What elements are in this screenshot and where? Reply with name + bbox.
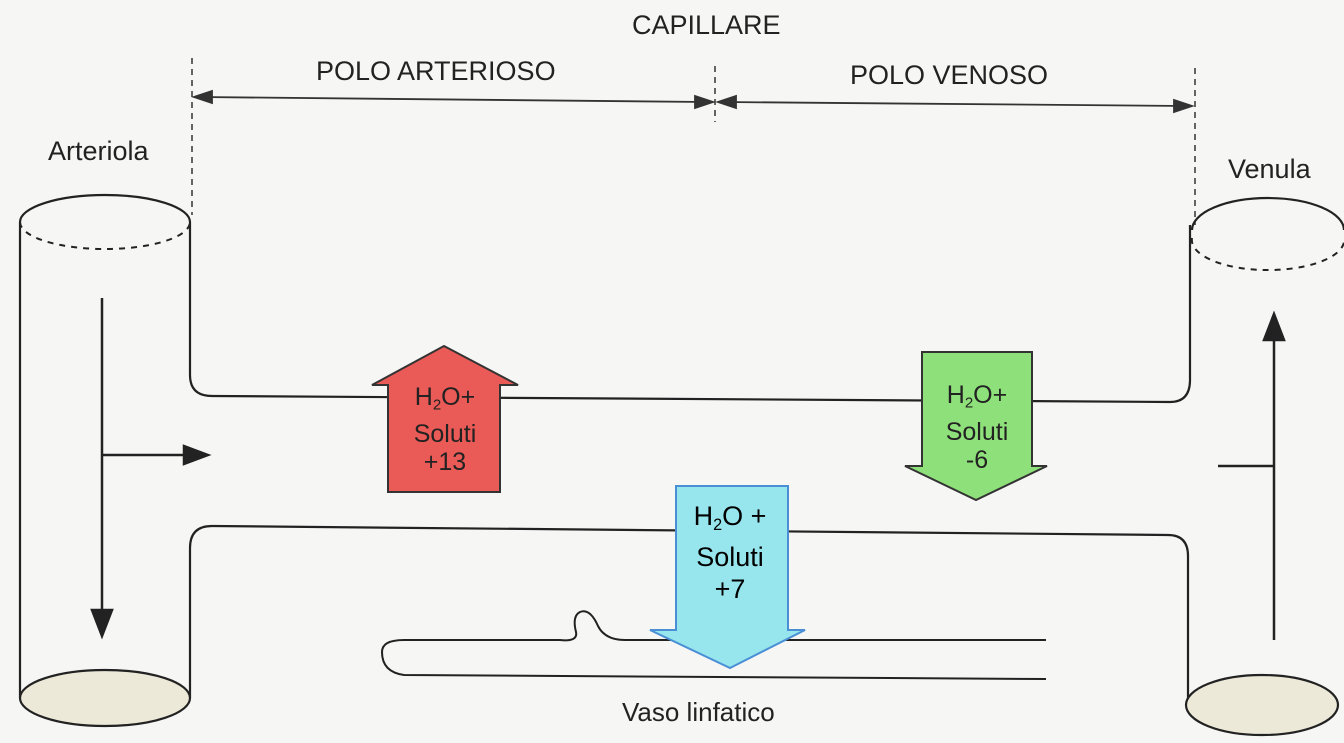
venule-flow-arrow bbox=[1218, 310, 1286, 640]
arterial-pole-span-arrow bbox=[191, 89, 716, 110]
arteriole-label: Arteriola bbox=[48, 136, 149, 166]
capillary-walls bbox=[188, 225, 1192, 700]
arteriole-flow-arrow bbox=[90, 298, 212, 640]
venous-arrow-text: H2O+ Soluti -6 bbox=[945, 381, 1009, 474]
lymphatic-vessel bbox=[380, 610, 1047, 680]
arterial-arrow-text: H2O+ Soluti +13 bbox=[413, 383, 477, 476]
venule-label: Venula bbox=[1228, 154, 1311, 184]
venous-pole-label: POLO VENOSO bbox=[850, 60, 1049, 90]
arterial-pole-label: POLO ARTERIOSO bbox=[316, 56, 556, 86]
lymph-drainage-arrow bbox=[649, 485, 806, 670]
venule-cylinder bbox=[1184, 196, 1344, 737]
venous-reabsorption-arrow bbox=[904, 351, 1048, 502]
arteriole-cylinder bbox=[18, 193, 192, 728]
arterial-filtration-arrow bbox=[371, 344, 519, 493]
venous-pole-span-arrow bbox=[715, 94, 1195, 114]
lymphatic-vessel-label: Vaso linfatico bbox=[622, 697, 775, 727]
dimension-guides bbox=[191, 58, 1196, 225]
capillary-label: CAPILLARE bbox=[632, 10, 781, 40]
lymph-arrow-text: H2O + Soluti +7 bbox=[693, 501, 767, 604]
